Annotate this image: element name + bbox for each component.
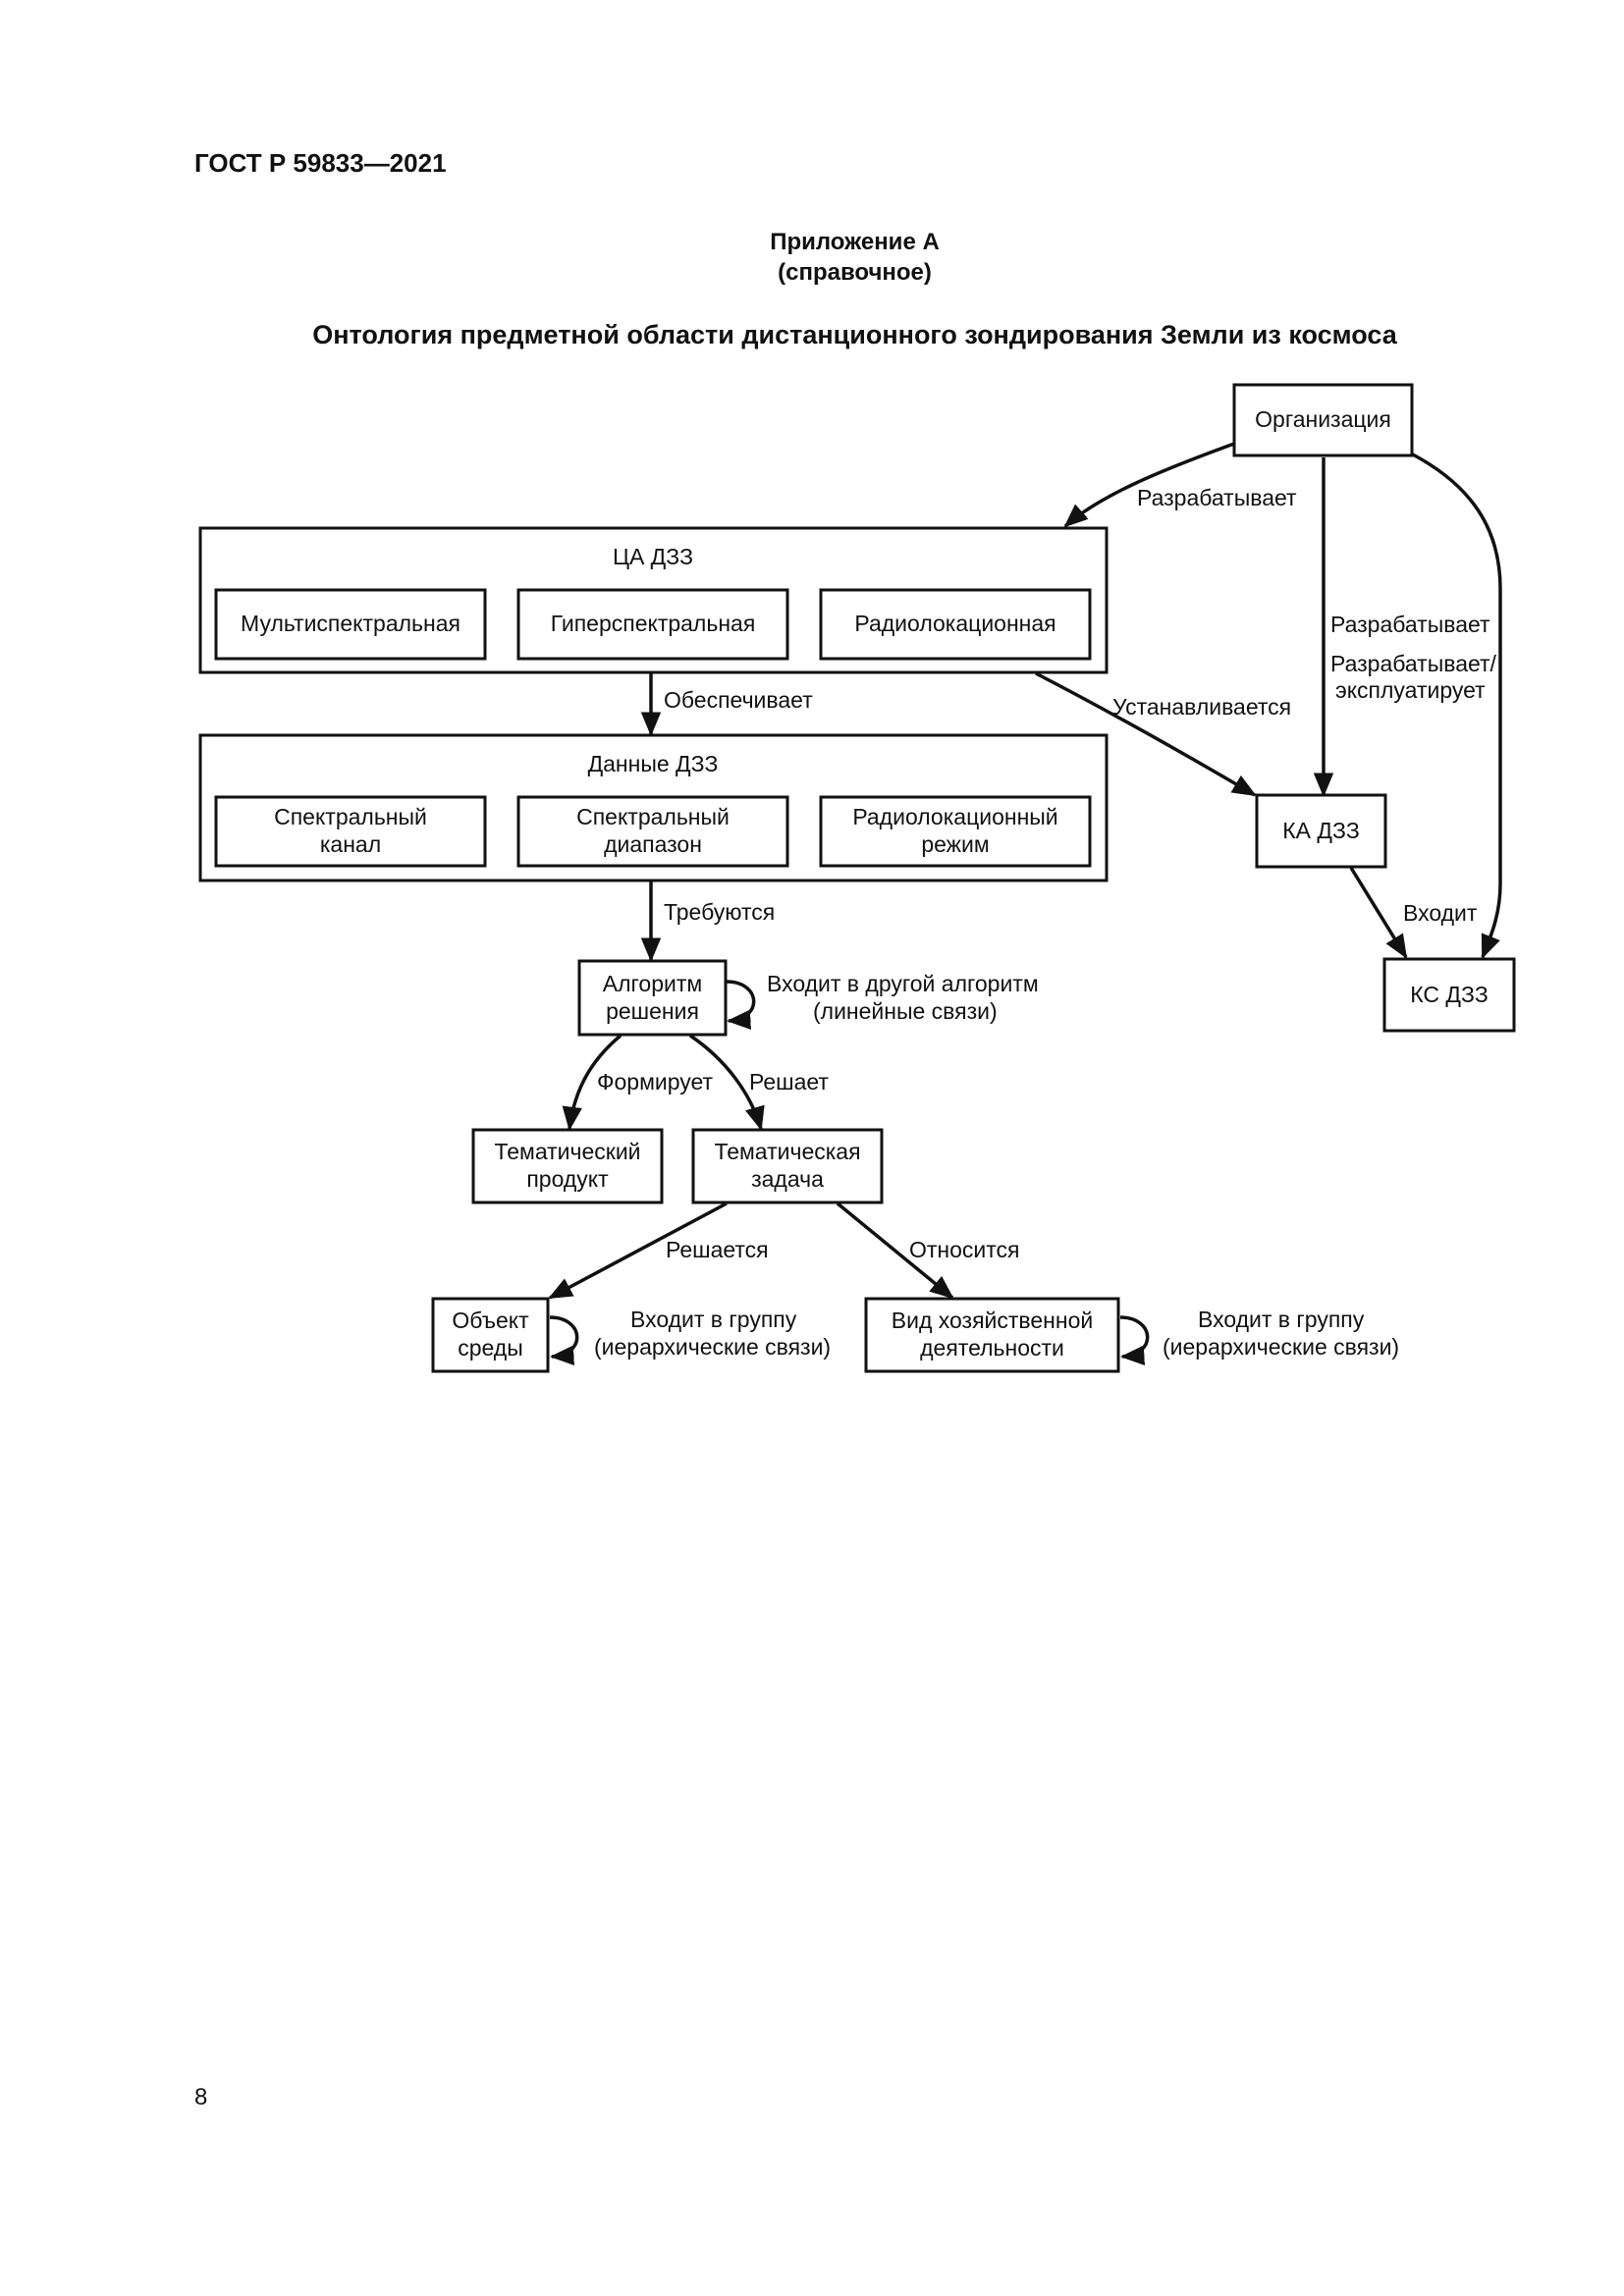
page-number: 8 [194, 2084, 208, 2110]
data-range-line1: Спектральный [576, 804, 730, 829]
appendix-heading: Приложение А (справочное) [0, 227, 1624, 288]
data-radar-mode-line1: Радиолокационный [852, 804, 1057, 829]
node-thematic-product: Тематический продукт [471, 1128, 664, 1204]
label-ka-to-ks: Входит [1403, 900, 1478, 926]
edges [548, 442, 1502, 1365]
label-task-to-object: Решается [666, 1237, 769, 1262]
node-ks: КС ДЗЗ [1382, 957, 1516, 1033]
label-org-to-ks-line2: эксплуатирует [1335, 677, 1486, 703]
ca-multispectral-label: Мультиспектральная [241, 611, 460, 636]
algorithm-line1: Алгоритм [603, 971, 702, 996]
env-object-line1: Объект [452, 1308, 529, 1333]
label-data-to-algorithm: Требуются [664, 899, 775, 925]
label-algorithm-to-task: Решает [749, 1069, 829, 1095]
algorithm-line2: решения [606, 998, 699, 1024]
label-object-self-line2: (иерархические связи) [594, 1334, 831, 1360]
document-code: ГОСТ Р 59833—2021 [194, 148, 447, 178]
label-org-to-ca: Разрабатывает [1137, 485, 1297, 510]
edge-algorithm-to-product [562, 1034, 623, 1132]
economic-activity-line1: Вид хозяйственной [892, 1308, 1093, 1333]
thematic-task-line1: Тематическая [714, 1139, 860, 1164]
node-ka-label: КА ДЗЗ [1282, 818, 1360, 843]
node-data-group: Данные ДЗЗ Спектральный канал Спектральн… [198, 733, 1109, 882]
node-organization-label: Организация [1255, 406, 1391, 432]
data-radar-mode-line2: режим [921, 831, 989, 857]
label-task-to-activity: Относится [909, 1237, 1020, 1262]
economic-activity-line2: деятельности [920, 1335, 1064, 1361]
ca-group-title: ЦА ДЗЗ [613, 544, 693, 569]
edge-object-self [549, 1315, 579, 1365]
node-ks-label: КС ДЗЗ [1410, 982, 1489, 1007]
edge-task-to-activity [836, 1201, 954, 1300]
label-algorithm-self-line2: (линейные связи) [813, 998, 998, 1024]
edge-org-to-ca [1063, 442, 1235, 528]
edge-labels: Разрабатывает Разрабатывает Разрабатывае… [594, 485, 1497, 1360]
node-env-object: Объект среды [431, 1297, 550, 1373]
node-ka: КА ДЗЗ [1255, 793, 1387, 869]
edge-activity-self [1119, 1315, 1150, 1365]
edge-algorithm-self [726, 980, 756, 1030]
label-org-to-ka: Разрабатывает [1330, 612, 1490, 637]
node-organization: Организация [1232, 383, 1414, 457]
node-economic-activity: Вид хозяйственной деятельности [864, 1297, 1120, 1373]
label-activity-self-line1: Входит в группу [1198, 1307, 1365, 1332]
env-object-line2: среды [458, 1335, 523, 1361]
label-ca-to-data: Обеспечивает [664, 687, 813, 713]
appendix-kind: (справочное) [778, 259, 932, 286]
thematic-product-line2: продукт [526, 1166, 609, 1192]
data-channel-line2: канал [320, 831, 381, 857]
edge-ka-to-ks [1349, 867, 1408, 959]
label-algorithm-to-product: Формирует [597, 1069, 714, 1095]
label-ca-to-ka: Устанавливается [1112, 694, 1291, 720]
label-org-to-ks-line1: Разрабатывает/ [1330, 651, 1497, 676]
thematic-task-line2: задача [751, 1166, 824, 1192]
edge-task-to-object [548, 1201, 728, 1300]
ca-radar-label: Радиолокационная [854, 611, 1056, 636]
label-algorithm-self-line1: Входит в другой алгоритм [767, 971, 1039, 996]
edge-ca-to-ka [1035, 671, 1257, 797]
figure-title: Онтология предметной области дистанционн… [312, 320, 1397, 349]
node-thematic-task: Тематическая задача [691, 1128, 884, 1204]
data-range-line2: диапазон [604, 831, 702, 857]
data-group-title: Данные ДЗЗ [588, 751, 719, 776]
label-activity-self-line2: (иерархические связи) [1163, 1334, 1399, 1360]
node-ca-group: ЦА ДЗЗ Мультиспектральная Гиперспектраль… [198, 526, 1109, 674]
ca-hyperspectral-label: Гиперспектральная [551, 611, 756, 636]
node-algorithm: Алгоритм решения [577, 959, 728, 1037]
thematic-product-line1: Тематический [494, 1139, 640, 1164]
edge-algorithm-to-task [689, 1034, 765, 1131]
label-object-self-line1: Входит в группу [630, 1307, 797, 1332]
data-channel-line1: Спектральный [274, 804, 427, 829]
appendix-label: Приложение А [770, 229, 940, 255]
edge-org-to-ks [1410, 452, 1502, 959]
